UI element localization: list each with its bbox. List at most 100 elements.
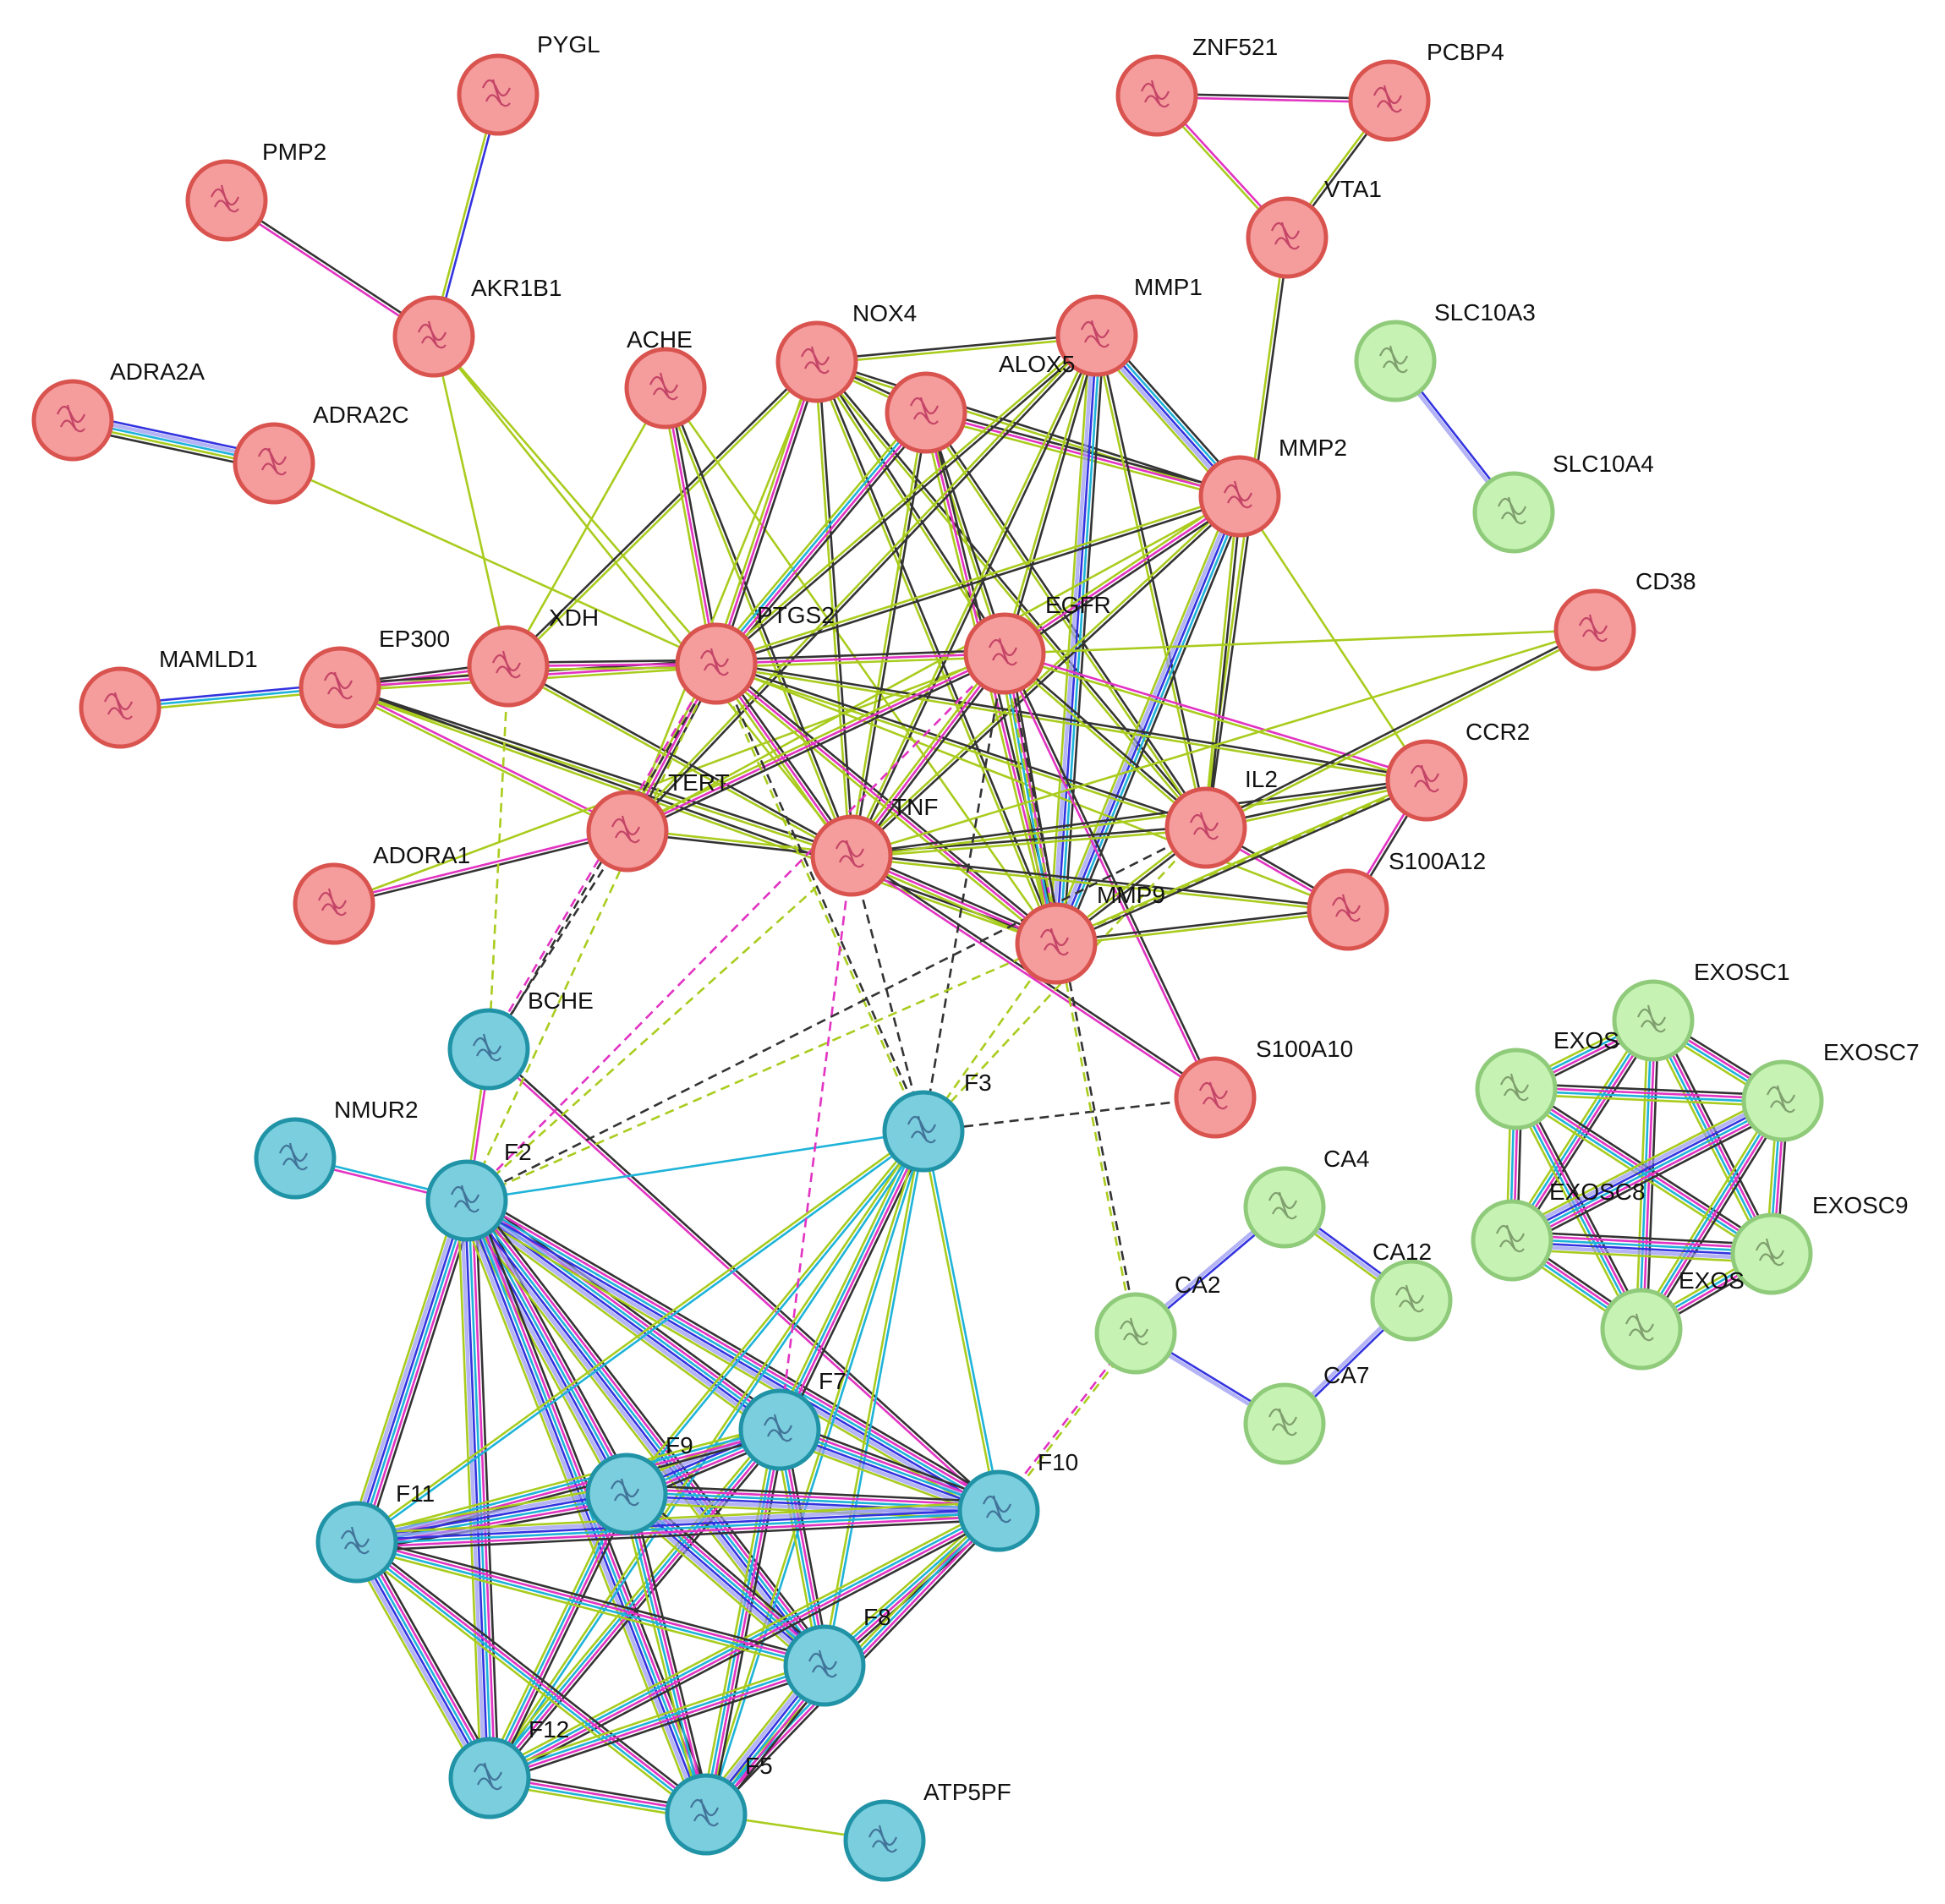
edge-line [227,198,436,336]
node-f8[interactable]: F8 [783,1604,891,1707]
edge-MMP1-EGFR [1001,335,1100,654]
protein-structure-icon [1268,1408,1298,1436]
protein-structure-icon [763,1414,793,1442]
node-il2[interactable]: IL2 [1164,766,1278,869]
node-exosc_b[interactable]: EXOS [1600,1267,1745,1371]
node-mmp1[interactable]: MMP1 [1055,274,1203,377]
edge-line [1657,1017,1778,1252]
node-tert[interactable]: TERT [586,769,730,873]
edge-line [1653,1019,1775,1254]
dashed-edge-TERT-BCHE [487,830,629,1050]
node-label: TNF [892,794,938,820]
node-pygl[interactable]: PYGL [457,31,600,136]
node-ca12[interactable]: CA12 [1370,1239,1453,1342]
node-adra2a[interactable]: ADRA2A [31,358,205,462]
node-akr1b1[interactable]: AKR1B1 [392,275,562,378]
node-pcbp4[interactable]: PCBP4 [1348,39,1504,142]
edge-line [1512,1234,1772,1250]
edge-XDH-NOX4 [506,359,819,669]
edge-line [487,1427,780,1778]
edge-line [467,1198,827,1666]
node-nox4[interactable]: NOX4 [775,300,917,403]
node-exosc9[interactable]: EXOSC9 [1730,1192,1909,1295]
node-label: MMP1 [1134,274,1203,300]
node-ca2[interactable]: CA2 [1094,1272,1220,1375]
edge-EGFR-CD38 [1004,628,1596,655]
edge-F2-F3 [466,1130,924,1202]
node-cd38[interactable]: CD38 [1553,568,1696,671]
edge-line [354,1542,706,1817]
edge-line [1058,336,1102,944]
node-label: S100A10 [1256,1036,1353,1062]
edge-BCHE-F10 [486,1047,1001,1513]
edge-line [466,653,1005,1201]
protein-structure-icon [808,1650,838,1678]
node-f2[interactable]: F2 [425,1139,532,1242]
node-pmp2[interactable]: PMP2 [185,139,326,242]
edge-F10-F11 [356,1501,1000,1552]
edge-line [350,1543,487,1782]
node-mamld1[interactable]: MAMLD1 [79,646,258,749]
node-f10[interactable]: F10 [957,1449,1078,1552]
node-xdh[interactable]: XDH [467,605,599,708]
node-label: MAMLD1 [159,646,258,672]
edge-line [357,1518,1000,1552]
protein-structure-icon [1270,222,1301,250]
edge-line [630,1492,713,1814]
node-slc10a3[interactable]: SLC10A3 [1354,299,1536,402]
node-f9[interactable]: F9 [585,1432,693,1535]
node-adora1[interactable]: ADORA1 [293,842,470,945]
node-atp5pf[interactable]: ATP5PF [843,1779,1011,1882]
node-mmp9[interactable]: MMP9 [1015,882,1165,985]
dashed-edge-IL2-F3 [923,827,1207,1132]
edge-line [715,361,819,665]
node-alox5[interactable]: ALOX5 [885,351,1075,454]
edge-line [356,1503,999,1539]
edge-EP300-MMP9 [338,684,1058,947]
node-ca7[interactable]: CA7 [1243,1362,1369,1465]
protein-structure-icon [1372,85,1403,113]
node-slc10a4[interactable]: SLC10A4 [1472,451,1654,554]
node-ca4[interactable]: CA4 [1243,1146,1369,1249]
node-exosc7[interactable]: EXOSC7 [1741,1039,1920,1142]
node-f11[interactable]: F11 [315,1480,435,1584]
node-f5[interactable]: F5 [665,1753,773,1856]
edge-line [333,828,627,904]
node-s100a10[interactable]: S100A10 [1174,1036,1353,1139]
node-vta1[interactable]: VTA1 [1246,176,1382,279]
node-exosc8[interactable]: EXOSC8 [1471,1179,1646,1282]
node-label: PMP2 [262,139,326,165]
node-ccr2[interactable]: CCR2 [1385,719,1530,822]
node-f12[interactable]: F12 [448,1716,569,1819]
node-f7[interactable]: F7 [738,1368,846,1471]
edge-line [470,1200,496,1778]
edge-line [1055,335,1099,944]
node-egfr[interactable]: EGFR [963,592,1111,695]
node-nmur2[interactable]: NMUR2 [254,1097,419,1200]
node-mmp2[interactable]: MMP2 [1198,435,1347,538]
edge-line [364,1537,499,1775]
protein-structure-icon [278,1142,309,1171]
node-ep300[interactable]: EP300 [299,626,450,729]
node-ache[interactable]: ACHE [624,326,707,429]
edge-line [776,1130,923,1430]
node-tnf[interactable]: TNF [810,794,938,897]
node-exosc1[interactable]: EXOSC1 [1612,959,1790,1062]
edge-AKR1B1-TNF [432,336,853,856]
edge-line [1507,1092,1779,1234]
edge-EGFR-TERT [625,649,1007,835]
node-bche[interactable]: BCHE [447,988,594,1091]
node-znf521[interactable]: ZNF521 [1115,34,1278,137]
node-f3[interactable]: F3 [882,1070,992,1173]
edge-line [998,654,1053,945]
node-adra2c[interactable]: ADRA2C [233,402,409,505]
node-exosc_a[interactable]: EXOS [1475,1027,1619,1130]
protein-structure-icon [1497,496,1527,525]
edge-line [627,336,1099,834]
node-s100a12[interactable]: S100A12 [1307,848,1486,951]
node-ptgs2[interactable]: PTGS2 [675,602,835,705]
edge-line [469,1196,830,1663]
edge-line [432,336,510,667]
node-label: F7 [819,1368,846,1394]
edge-line [664,387,1058,944]
